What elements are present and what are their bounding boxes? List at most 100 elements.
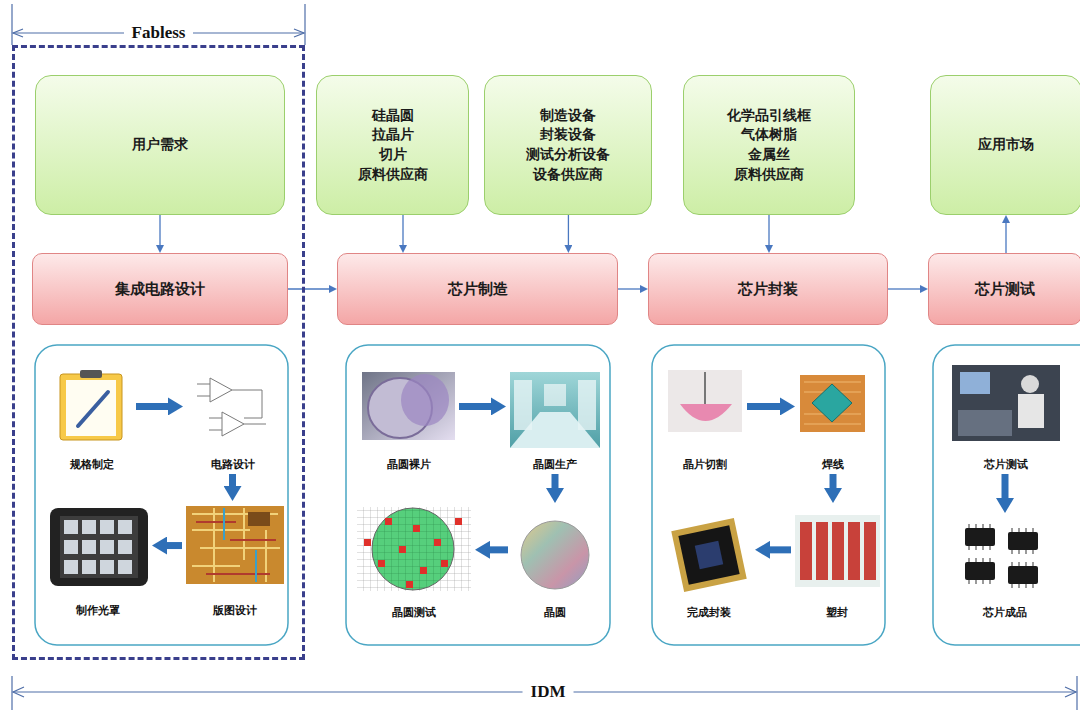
dicing-picture: [668, 370, 742, 432]
finished-chip-picture: [1008, 532, 1038, 550]
step-figure: 完成封装: [665, 505, 753, 620]
figure-caption: 完成封装: [685, 606, 733, 620]
wafer-map-picture: [357, 507, 471, 591]
stage-panel: [35, 345, 288, 645]
figure-caption: 晶圆裸片: [385, 458, 433, 472]
package-picture: [671, 518, 746, 592]
box-text: 化学品引线框 气体树脂 金属丝 原料供应商: [727, 106, 811, 184]
wafer-map-picture: [378, 560, 385, 567]
test-lab-picture: [952, 365, 1060, 441]
photomask-picture: [50, 508, 148, 586]
dicing-picture: [704, 372, 706, 404]
test-lab-picture: [960, 372, 990, 394]
molding-picture: [800, 522, 812, 580]
step-figure: 晶圆: [510, 505, 600, 620]
idm-bracket: [13, 687, 24, 697]
test-lab-picture: [1021, 375, 1039, 393]
dicing-picture: [668, 370, 742, 432]
figure-caption: 塑封: [824, 606, 850, 620]
finished-chip-picture: [965, 528, 1038, 584]
step-figure: 版图设计: [184, 503, 285, 618]
step-figure: 晶圆生产: [508, 368, 602, 472]
wafer-map-picture: [406, 581, 413, 588]
step-arrow: [1002, 474, 1009, 498]
wafer-map-picture: [420, 567, 427, 574]
fabless-bracket: [13, 29, 23, 37]
step-figure: 塑封: [793, 505, 881, 620]
range-label: IDM: [523, 682, 574, 702]
photomask-picture: [82, 540, 96, 554]
step-arrow: [229, 474, 236, 486]
flow-arrow: [618, 288, 640, 289]
stage-name: 集成电路设计: [115, 280, 205, 299]
layout-picture: [196, 522, 276, 574]
circuit-picture: [197, 384, 266, 430]
flow-arrow: [888, 288, 920, 289]
fabless-bracket: [11, 4, 12, 45]
step-arrow: [459, 403, 491, 410]
fab-room-picture: [510, 372, 600, 448]
fab-room-picture: [510, 372, 600, 448]
step-arrow: [136, 403, 168, 410]
circuit-picture: [222, 412, 244, 436]
test-lab-picture: [1018, 394, 1044, 428]
wafer-map-picture: [413, 525, 420, 532]
step-arrow: [552, 474, 559, 488]
supplier-box: 硅晶圆 拉晶片 切片 原料供应商: [316, 75, 469, 215]
supplier-box: 化学品引线框 气体树脂 金属丝 原料供应商: [683, 75, 855, 215]
finished-chip-picture: [1008, 566, 1038, 584]
photomask-picture: [118, 520, 132, 534]
wafer-map-picture: [357, 507, 471, 591]
clipboard-picture: [60, 370, 122, 440]
step-arrow: [830, 474, 837, 488]
photomask-picture: [100, 540, 114, 554]
wafer-map-picture: [364, 518, 462, 588]
step-figure: 规格制定: [50, 368, 134, 472]
fabless-bracket: [304, 4, 305, 45]
photomask-picture: [60, 516, 138, 578]
fabless-bracket: [12, 4, 305, 45]
clipboard-picture: [80, 370, 102, 378]
circuit-picture: [210, 378, 232, 402]
figure-caption: 晶圆测试: [390, 606, 438, 620]
wafer-picture: [521, 521, 589, 589]
stage-panel: [35, 345, 1080, 645]
box-text: 用户需求: [132, 135, 188, 155]
wafer-map-picture: [441, 560, 448, 567]
step-arrow: [167, 542, 182, 549]
wafer-map-picture: [364, 539, 371, 546]
test-lab-picture: [952, 365, 1060, 441]
figure-caption: 规格制定: [68, 458, 116, 472]
flow-arrow: [288, 288, 329, 289]
box-text: 硅晶圆 拉晶片 切片 原料供应商: [358, 106, 428, 184]
idm-bracket: [12, 676, 1077, 710]
package-picture: [671, 518, 746, 592]
clipboard-picture: [78, 392, 108, 426]
test-lab-picture: [958, 410, 1012, 436]
figure-caption: 芯片成品: [981, 606, 1029, 620]
wafer-map-picture: [434, 539, 441, 546]
figure-caption: 焊线: [820, 458, 846, 472]
wafer-map-picture: [455, 518, 462, 525]
wafer-map-picture: [372, 508, 454, 590]
step-arrow: [747, 403, 780, 410]
photomask-picture: [118, 540, 132, 554]
clipboard-picture: [60, 374, 122, 440]
figure-caption: 晶圆: [542, 606, 568, 620]
figure-caption: 制作光罩: [74, 604, 122, 618]
step-figure: 晶圆裸片: [360, 368, 457, 472]
step-arrow: [490, 546, 508, 553]
molding-picture: [832, 522, 844, 580]
dicing-picture: [680, 404, 732, 421]
molding-picture: [795, 515, 880, 587]
stage-box: 芯片制造: [337, 253, 618, 325]
range-label-holder: IDM: [523, 682, 574, 702]
step-figure: 制作光罩: [45, 503, 150, 618]
flow-arrow: [159, 215, 160, 245]
photomask-picture: [64, 560, 78, 574]
layout-picture: [248, 512, 270, 526]
molding-picture: [795, 515, 880, 587]
